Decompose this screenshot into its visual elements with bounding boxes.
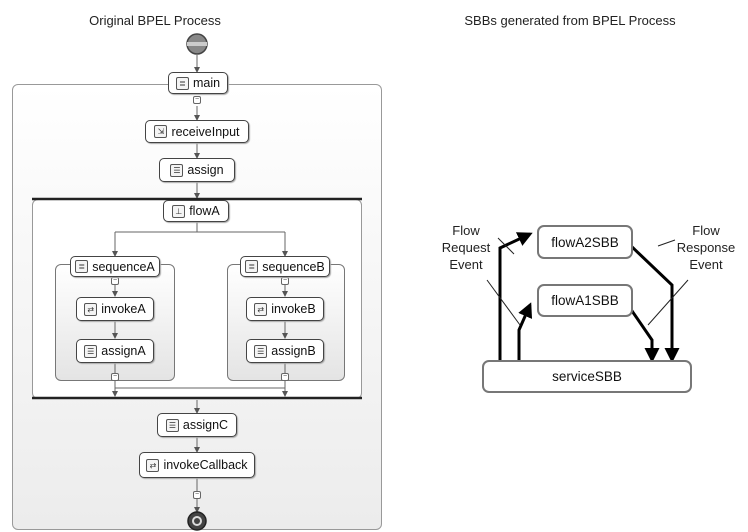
main-node[interactable]: ≣ main [168, 72, 228, 94]
assignB-label: assignB [271, 344, 316, 358]
flowA-label: flowA [189, 204, 220, 218]
receiveInput-node[interactable]: ⇲ receiveInput [145, 120, 249, 143]
assignC-label: assignC [182, 418, 229, 432]
invokeCallback-label: invokeCallback [163, 458, 248, 472]
seqB-top-marker: − [281, 277, 289, 285]
receive-icon: ⇲ [154, 125, 168, 138]
sequence-icon: ≣ [245, 260, 259, 273]
sequence-icon: ≣ [175, 76, 189, 90]
assign-label: assign [187, 163, 224, 177]
invoke-icon: ⇄ [254, 302, 268, 316]
assignC-node[interactable]: ☰ assignC [157, 413, 237, 437]
sequenceA-label: sequenceA [92, 259, 155, 274]
sequenceA-node[interactable]: ≣ sequenceA [70, 256, 160, 277]
flowA2SBB-box[interactable]: flowA2SBB [537, 225, 633, 259]
sequence-icon: ≣ [75, 260, 89, 273]
flow-request-event-label: Flow Request Event [441, 223, 491, 272]
seqB-bottom-marker: − [281, 373, 289, 381]
assign-icon: ☰ [170, 163, 184, 177]
flowA-node[interactable]: ⊥ flowA [163, 200, 229, 222]
assign-icon: ☰ [254, 344, 268, 358]
flow-icon: ⊥ [172, 204, 186, 218]
invokeA-label: invokeA [101, 302, 146, 316]
left-title: Original BPEL Process [89, 13, 221, 28]
main-label: main [192, 76, 221, 90]
sequenceB-node[interactable]: ≣ sequenceB [240, 256, 330, 277]
receiveInput-label: receiveInput [171, 124, 240, 139]
assign-icon: ☰ [84, 344, 98, 358]
assign-node[interactable]: ☰ assign [159, 158, 235, 182]
invokeCallback-node[interactable]: ⇄ invokeCallback [139, 452, 255, 478]
invokeA-node[interactable]: ⇄ invokeA [76, 297, 154, 321]
assignA-node[interactable]: ☰ assignA [76, 339, 154, 363]
seqA-bottom-marker: − [111, 373, 119, 381]
invokeB-label: invokeB [271, 302, 316, 316]
assignA-label: assignA [101, 344, 146, 358]
start-node [186, 33, 208, 55]
flowA1SBB-box[interactable]: flowA1SBB [537, 284, 633, 317]
right-title: SBBs generated from BPEL Process [464, 13, 676, 28]
invoke-icon: ⇄ [84, 302, 98, 316]
invokeB-node[interactable]: ⇄ invokeB [246, 297, 324, 321]
sequenceB-label: sequenceB [262, 259, 325, 274]
invoke-icon: ⇄ [146, 458, 160, 472]
assignB-node[interactable]: ☰ assignB [246, 339, 324, 363]
main-connector-marker: − [193, 96, 201, 104]
flow-response-event-label: Flow Response Event [676, 223, 736, 272]
seqA-top-marker: − [111, 277, 119, 285]
end-node [187, 511, 207, 531]
assign-icon: ☰ [165, 418, 179, 432]
end-connector-marker: − [193, 491, 201, 499]
serviceSBB-box[interactable]: serviceSBB [482, 360, 692, 393]
